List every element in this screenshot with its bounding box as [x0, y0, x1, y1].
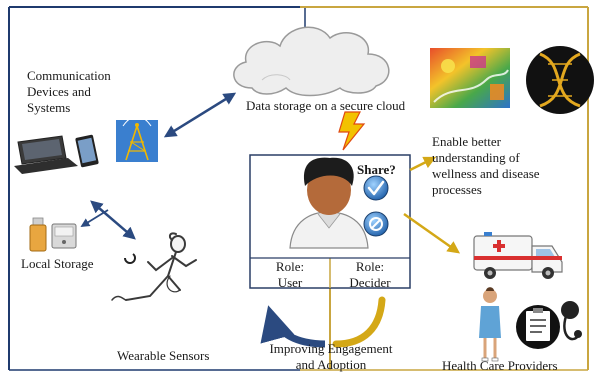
ambulance-icon — [473, 232, 563, 279]
runner-figure — [111, 232, 197, 301]
cycle-arrow-blue — [260, 305, 326, 348]
laptop-icon — [14, 135, 78, 174]
loop-icon — [124, 253, 136, 264]
role-user-label: Role: User — [275, 259, 305, 290]
lightning-icon — [338, 111, 366, 151]
understanding-label: Enable better understanding of wellness … — [432, 134, 540, 197]
wearable-sensors-label: Wearable Sensors — [117, 348, 210, 363]
storage-link-arrow — [90, 200, 136, 240]
stethoscope-icon — [561, 301, 582, 341]
role-decider-label: Role: Decider — [349, 259, 391, 290]
radio-tower-icon — [116, 115, 158, 162]
cloud-icon — [233, 26, 390, 97]
health-care-providers-label: Health Care Providers — [442, 358, 558, 373]
person-avatar — [289, 157, 369, 249]
hard-drive-icon — [51, 223, 77, 249]
device-link-arrow — [80, 209, 109, 227]
nurse-figure — [479, 287, 501, 362]
medical-records-icon — [516, 305, 560, 349]
communication-label: Communication Devices and Systems — [27, 68, 111, 115]
dna-helix-icon — [526, 46, 594, 114]
local-storage-label: Local Storage — [21, 256, 94, 271]
provider-arrow — [403, 212, 461, 254]
insight-arrow — [409, 156, 437, 172]
share-label: Share? — [357, 162, 396, 177]
cycle-arrow-gold — [332, 296, 386, 348]
cloud-label: Data storage on a secure cloud — [246, 98, 406, 113]
colorful-painting-image — [430, 48, 510, 108]
engagement-label: Improving Engagement and Adoption — [269, 341, 393, 372]
checkmark-icon — [363, 175, 389, 201]
smartphone-icon — [75, 134, 99, 168]
cloud-link-arrow — [163, 92, 237, 138]
cancel-icon — [363, 211, 389, 237]
usb-drive-icon — [29, 217, 47, 252]
